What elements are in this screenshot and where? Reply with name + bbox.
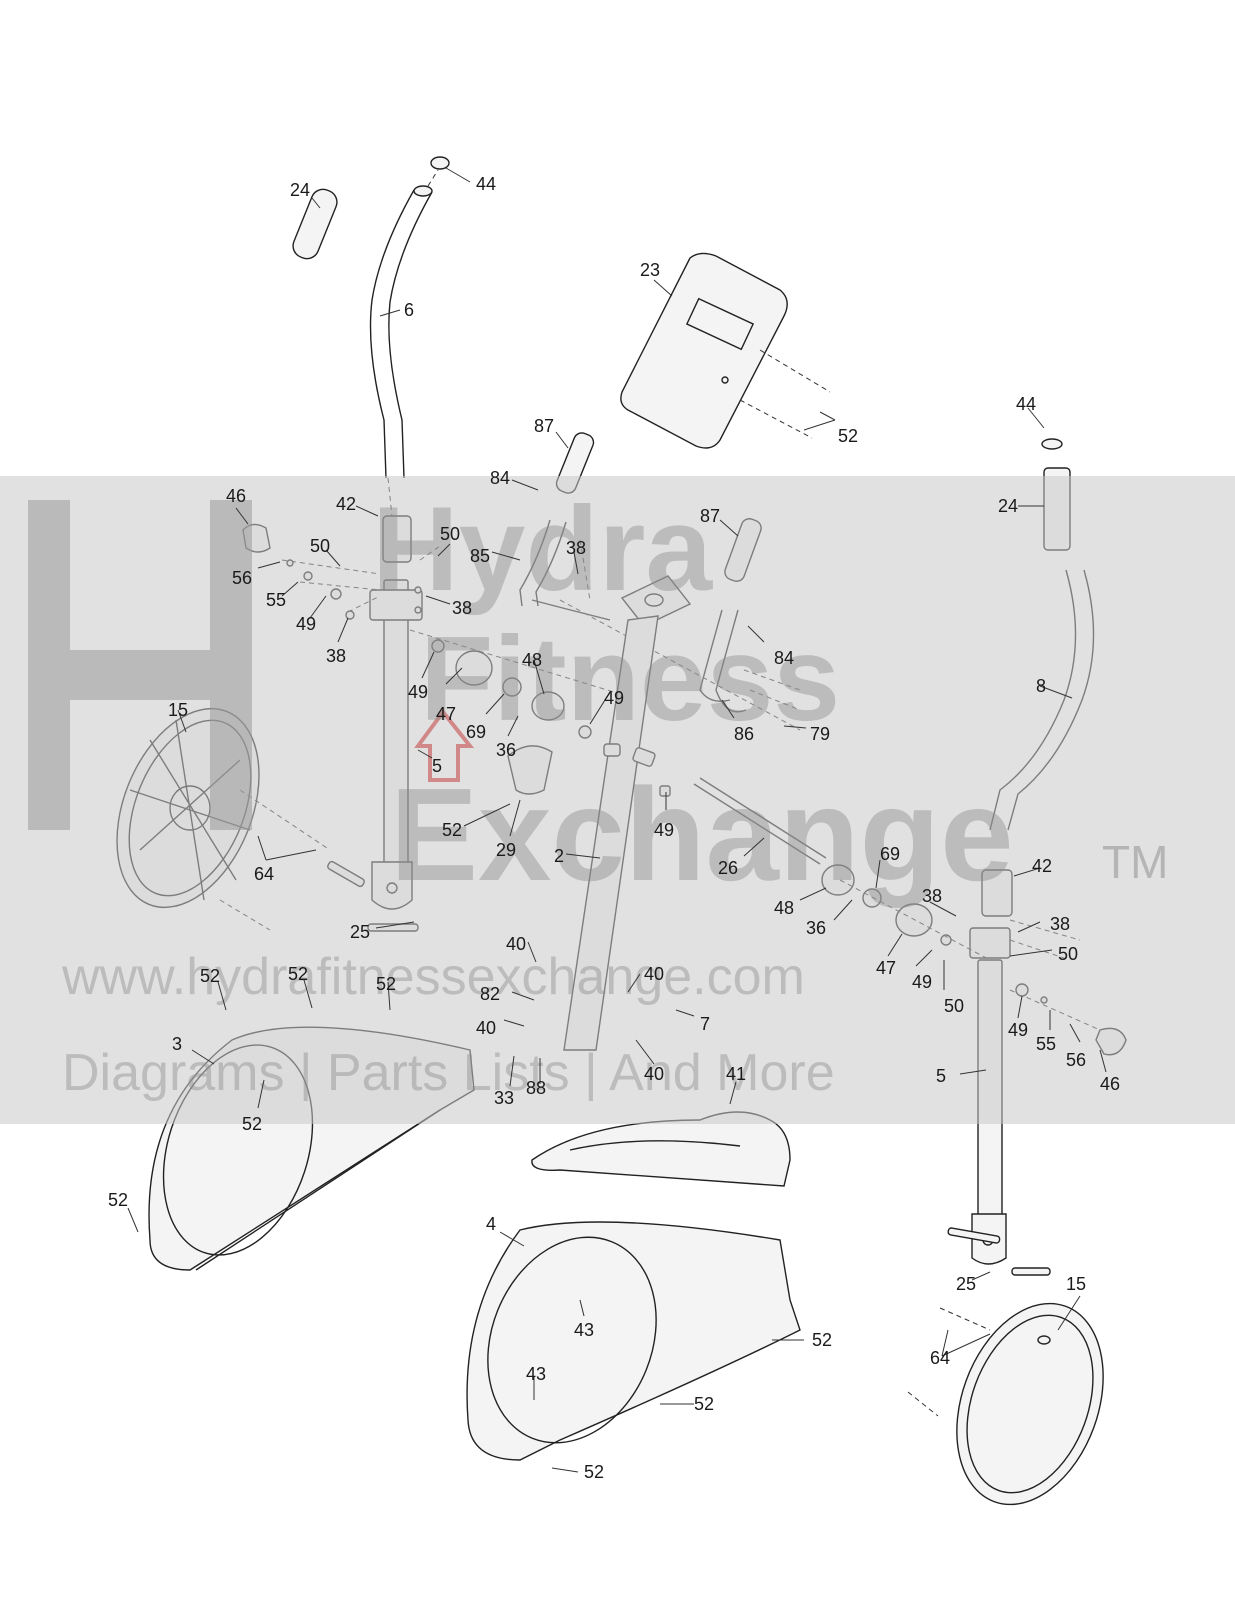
- watermark-tm: TM: [1102, 836, 1168, 888]
- callout-25-left: 25: [350, 922, 370, 942]
- callout-82: 82: [480, 984, 500, 1004]
- callout-56-left: 56: [232, 568, 252, 588]
- callout-88: 88: [526, 1078, 546, 1098]
- callout-47-right: 47: [876, 958, 896, 978]
- callout-52-shroud-b: 52: [288, 964, 308, 984]
- callout-36-left: 36: [496, 740, 516, 760]
- callout-7: 7: [700, 1014, 710, 1034]
- callout-52-shroud-c: 52: [376, 974, 396, 994]
- callout-24-left: 24: [290, 180, 310, 200]
- callout-44-left: 44: [476, 174, 496, 194]
- callout-84-left: 84: [490, 468, 510, 488]
- callout-52-shroud-low: 52: [108, 1190, 128, 1210]
- callout-2: 2: [554, 846, 564, 866]
- callout-52-shroud-a: 52: [200, 966, 220, 986]
- callout-46-left: 46: [226, 486, 246, 506]
- callout-42-left: 42: [336, 494, 356, 514]
- callout-15-left: 15: [168, 700, 188, 720]
- callout-87-left: 87: [534, 416, 554, 436]
- callout-64-left: 64: [254, 864, 274, 884]
- callout-38-right-b: 38: [1050, 914, 1070, 934]
- callout-55-right: 55: [1036, 1034, 1056, 1054]
- callout-33: 33: [494, 1088, 514, 1108]
- callout-40-d: 40: [644, 1064, 664, 1084]
- callout-43-b: 43: [526, 1364, 546, 1384]
- callout-86: 86: [734, 724, 754, 744]
- watermark-line1: Hydra: [372, 482, 713, 616]
- callout-52-console: 52: [838, 426, 858, 446]
- callout-29: 29: [496, 840, 516, 860]
- callout-4: 4: [486, 1214, 496, 1234]
- callout-52-left-pivot: 52: [442, 820, 462, 840]
- watermark-line2: Fitness: [420, 612, 840, 746]
- callout-84-right: 84: [774, 648, 794, 668]
- callout-50-right-b: 50: [944, 996, 964, 1016]
- callout-52-shroud4-a: 52: [812, 1330, 832, 1350]
- callout-52-shroud-inner: 52: [242, 1114, 262, 1134]
- callout-50-right-a: 50: [1058, 944, 1078, 964]
- callout-50-left: 50: [310, 536, 330, 556]
- callout-48-left: 48: [522, 650, 542, 670]
- callout-46-right: 46: [1100, 1074, 1120, 1094]
- callout-42-right: 42: [1032, 856, 1052, 876]
- callout-38-upper: 38: [566, 538, 586, 558]
- callout-24-right: 24: [998, 496, 1018, 516]
- callout-6: 6: [404, 300, 414, 320]
- callout-52-shroud4-b: 52: [694, 1394, 714, 1414]
- callout-49-left-b: 49: [408, 682, 428, 702]
- callout-85: 85: [470, 546, 490, 566]
- callout-3: 3: [172, 1034, 182, 1054]
- callout-5-right: 5: [936, 1066, 946, 1086]
- watermark-band: [0, 476, 1235, 1124]
- callout-40-c: 40: [476, 1018, 496, 1038]
- callout-38-right-a: 38: [922, 886, 942, 906]
- callout-49-left-a: 49: [296, 614, 316, 634]
- callout-49-center: 49: [604, 688, 624, 708]
- callout-41: 41: [726, 1064, 746, 1084]
- watermark-line3: Exchange: [390, 761, 1014, 908]
- callout-48-right: 48: [774, 898, 794, 918]
- watermark-url: www.hydrafitnessexchange.com: [61, 948, 805, 1006]
- watermark: Hydra Fitness Exchange TM www.hydrafitne…: [0, 476, 1235, 1124]
- callout-49-right-b: 49: [1008, 1020, 1028, 1040]
- callout-25-right: 25: [956, 1274, 976, 1294]
- left-upper-handlebar: [292, 156, 450, 479]
- callout-69-right: 69: [880, 844, 900, 864]
- callout-leaders: [127, 167, 1107, 1473]
- callout-40-b: 40: [644, 964, 664, 984]
- callout-87-right: 87: [700, 506, 720, 526]
- callout-labels: 24 44 6 23 52 44 87 84 46 42 50 24 87 50…: [108, 174, 1120, 1482]
- console: [620, 252, 831, 449]
- callout-38-left-low: 38: [326, 646, 346, 666]
- callout-23: 23: [640, 260, 660, 280]
- callout-49-right-a: 49: [912, 972, 932, 992]
- callout-49-mast: 49: [654, 820, 674, 840]
- callout-52-shroud4-c: 52: [584, 1462, 604, 1482]
- callout-40-a: 40: [506, 934, 526, 954]
- callout-64-right: 64: [930, 1348, 950, 1368]
- right-disc-cover: [907, 1302, 1104, 1506]
- callout-79: 79: [810, 724, 830, 744]
- watermark-logo-mark: [28, 500, 252, 830]
- callout-47-left: 47: [436, 704, 456, 724]
- callout-50-upper: 50: [440, 524, 460, 544]
- callout-15-right: 15: [1066, 1274, 1086, 1294]
- callout-38-leftpost: 38: [452, 598, 472, 618]
- callout-8: 8: [1036, 676, 1046, 696]
- callout-55-left: 55: [266, 590, 286, 610]
- callout-5-left: 5: [432, 756, 442, 776]
- callout-26: 26: [718, 858, 738, 878]
- watermark-tagline: Diagrams | Parts Lists | And More: [62, 1044, 835, 1102]
- callout-56-right: 56: [1066, 1050, 1086, 1070]
- callout-69-left: 69: [466, 722, 486, 742]
- right-shroud: [466, 1221, 801, 1461]
- callout-43-a: 43: [574, 1320, 594, 1340]
- callout-44-right: 44: [1016, 394, 1036, 414]
- callout-36-right: 36: [806, 918, 826, 938]
